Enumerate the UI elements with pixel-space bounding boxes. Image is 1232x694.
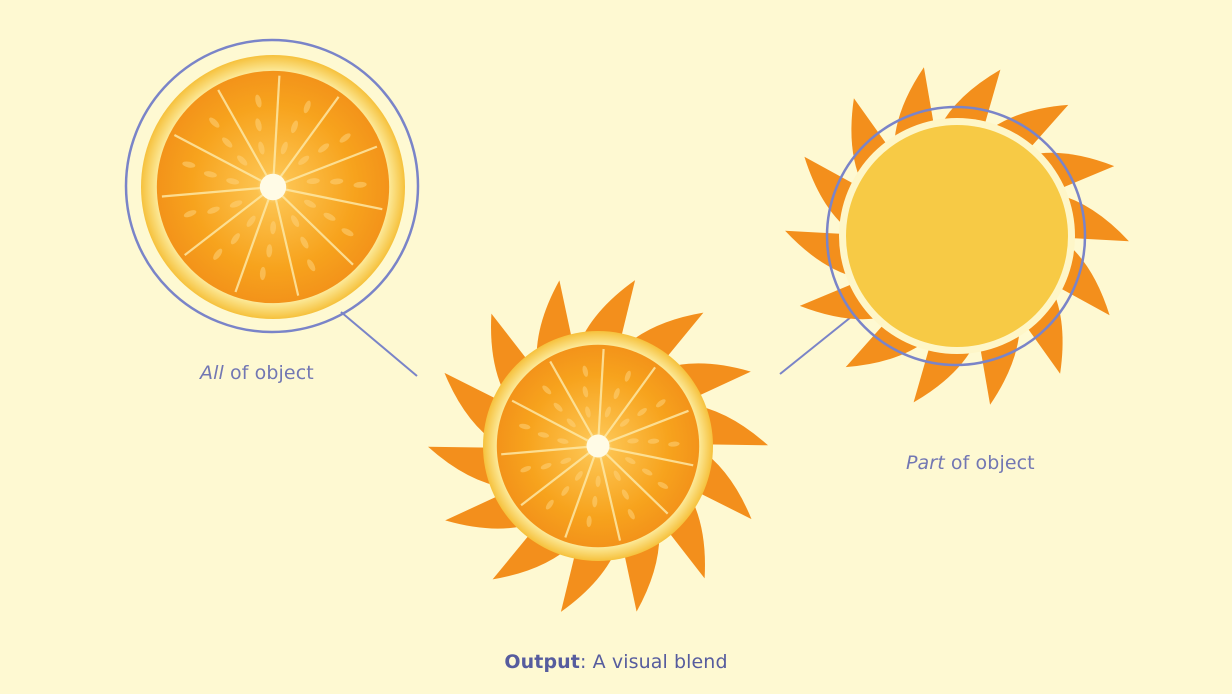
connector-left — [341, 312, 417, 376]
sun-icon — [785, 67, 1129, 405]
caption-part-rest: of object — [945, 452, 1035, 474]
orange-slice-icon — [141, 55, 405, 319]
caption-all-emphasis: All — [200, 362, 224, 384]
orange-core — [587, 435, 610, 458]
orange-core — [260, 174, 286, 200]
caption-part-of-object: Part of object — [906, 452, 1035, 474]
connector-right — [780, 313, 856, 374]
orange-sun-blend-icon — [428, 280, 768, 612]
caption-part-emphasis: Part — [906, 452, 945, 474]
sun-body — [846, 125, 1068, 347]
caption-output-rest: : A visual blend — [580, 651, 728, 673]
caption-all-of-object: All of object — [200, 362, 314, 384]
caption-output-strong: Output — [504, 651, 580, 673]
caption-output: Output: A visual blend — [0, 651, 1232, 673]
caption-all-rest: of object — [224, 362, 314, 384]
